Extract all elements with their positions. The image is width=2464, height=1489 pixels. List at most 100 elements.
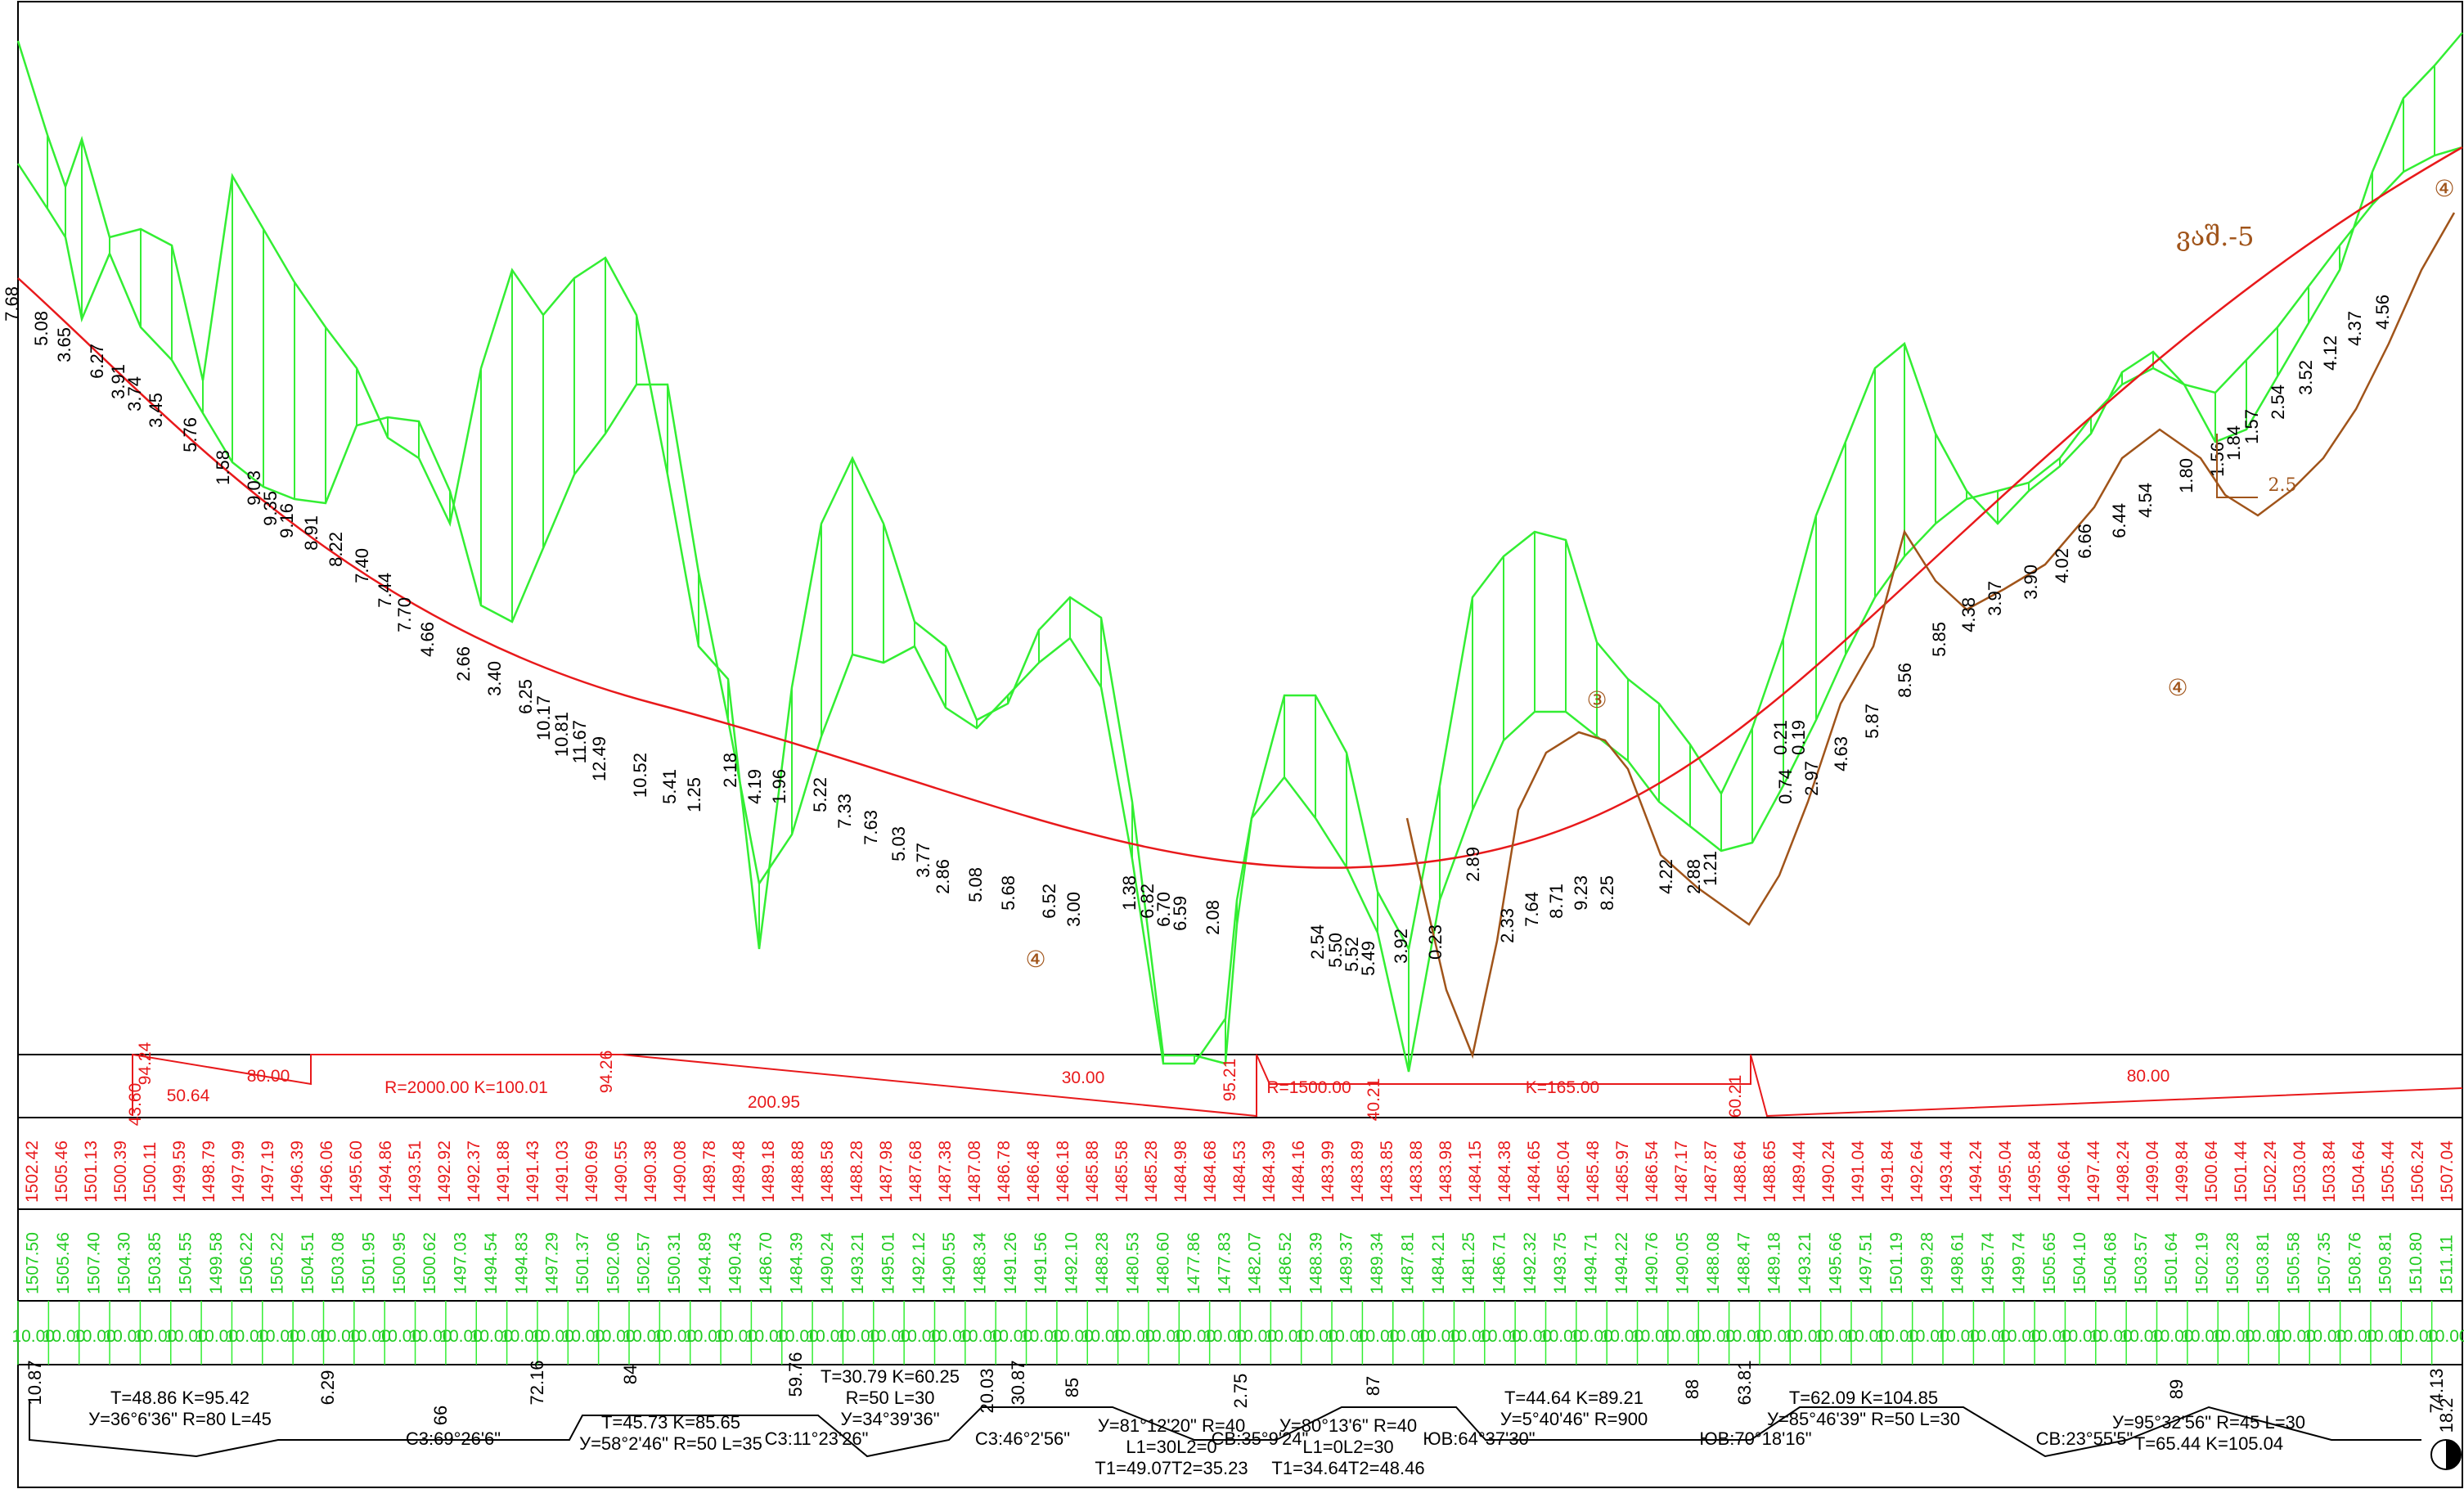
cut-depth-label: 9.03 [244, 470, 264, 506]
distance-value: 10.00 [684, 1327, 727, 1346]
curve-mid-label: У=85°46'39" R=50 L=30 [1767, 1409, 1960, 1429]
ground-elevation: 1505.46 [54, 1232, 73, 1294]
design-elevation: 1485.48 [1584, 1140, 1603, 1203]
design-elevation: 1496.64 [2055, 1140, 2074, 1203]
ground-elevation: 1494.22 [1612, 1232, 1631, 1294]
cut-depth-label: 5.68 [998, 875, 1018, 911]
cut-depth-label: 3.00 [1063, 892, 1084, 927]
design-elevation: 1492.92 [435, 1140, 454, 1203]
geology-mark: ④ [2167, 674, 2187, 701]
design-elevation: 1490.24 [1819, 1140, 1838, 1203]
curve-top-label: У=95°32'56" R=45 L=30 [2112, 1412, 2305, 1433]
plan-number: 72.16 [527, 1360, 547, 1405]
design-elevation: 1499.59 [170, 1140, 189, 1203]
ground-elevation: 1493.75 [1551, 1232, 1570, 1294]
design-elevation: 1487.08 [965, 1140, 984, 1203]
ground-elevation: 1500.31 [665, 1232, 684, 1294]
ground-elevation: 1494.89 [695, 1232, 714, 1294]
ground-elevation: 1486.70 [757, 1232, 776, 1294]
distance-value: 10.00 [806, 1327, 849, 1346]
design-elevation: 1502.42 [23, 1140, 42, 1203]
cut-depth-label: 10.17 [533, 695, 554, 740]
distance-value: 10.00 [1661, 1327, 1705, 1346]
design-elevation: 1487.38 [936, 1140, 955, 1203]
design-elevation: 1483.99 [1319, 1140, 1338, 1203]
cut-depth-label: 0.19 [1788, 720, 1809, 755]
cut-depth-label: 1.57 [2241, 409, 2262, 444]
cut-depth-label: 9.23 [1571, 875, 1591, 911]
cut-depth-label: 6.82 [1137, 884, 1158, 919]
cut-depth-label: 11.67 [569, 720, 590, 763]
cut-depth-label: 6.59 [1170, 896, 1190, 931]
cut-depth-label: 5.22 [810, 777, 830, 812]
plan-number: 74.13 [2426, 1368, 2447, 1413]
distance-value: 10.00 [1173, 1327, 1216, 1346]
cut-depth-label: 4.37 [2345, 311, 2365, 346]
cut-depth-label: 0.74 [1775, 769, 1796, 804]
plan-number: 88 [1682, 1379, 1702, 1399]
design-elevation: 1499.84 [2173, 1140, 2192, 1203]
ground-elevation: 1484.39 [787, 1232, 806, 1294]
plan-number: 20.03 [977, 1368, 997, 1413]
grade-label: 80.00 [247, 1067, 290, 1086]
ground-elevation: 1489.34 [1368, 1232, 1387, 1294]
cut-depth-label: 7.44 [375, 573, 395, 608]
distance-value: 10.00 [2151, 1327, 2194, 1346]
cut-depth-label: 1.84 [2223, 425, 2244, 461]
bearing-label: С3:46°2'56" [975, 1428, 1070, 1449]
distance-value: 10.00 [1478, 1327, 1522, 1346]
design-elevation: 1483.85 [1378, 1140, 1396, 1203]
ground-elevation: 1488.28 [1093, 1232, 1112, 1294]
cut-depth-label: 5.50 [1325, 933, 1346, 968]
design-grade-line [17, 146, 2463, 869]
ground-lower-line [16, 146, 2463, 1073]
grade-label: R=1500.00 [1266, 1078, 1351, 1097]
distance-value: 10.00 [2364, 1327, 2408, 1346]
distance-value: 10.00 [2028, 1327, 2071, 1346]
distance-value: 10.00 [928, 1327, 972, 1346]
ground-elevation: 1495.66 [1826, 1232, 1845, 1294]
design-elevation: 1499.04 [2143, 1140, 2162, 1203]
distance-value: 10.00 [2089, 1327, 2133, 1346]
ground-elevation: 1503.57 [2132, 1232, 2151, 1294]
curve-bot-label: У=34°39'36" [840, 1409, 939, 1429]
curve-mid-label: У=5°40'46" R=900 [1500, 1409, 1648, 1429]
distance-value: 10.00 [1906, 1327, 1949, 1346]
distance-value: 10.00 [2304, 1327, 2347, 1346]
plan-number: 10.87 [25, 1360, 45, 1405]
distance-value: 10.00 [990, 1327, 1033, 1346]
design-elevation: 1487.98 [877, 1140, 896, 1203]
geology-mark: ③ [1586, 686, 1607, 713]
ground-elevation: 1497.51 [1857, 1232, 1876, 1294]
curve-bot-label: T1=49.07T2=35.23 [1095, 1458, 1248, 1478]
cut-depth-label: 3.90 [2021, 565, 2041, 600]
ground-elevation: 1488.34 [971, 1232, 990, 1294]
design-elevation: 1498.79 [200, 1140, 218, 1203]
distance-value: 10.00 [1753, 1327, 1796, 1346]
cut-depth-label: 3.45 [146, 393, 166, 428]
ground-elevation: 1489.18 [1765, 1232, 1784, 1294]
ground-elevation: 1498.61 [1949, 1232, 1967, 1294]
design-elevation: 1484.38 [1495, 1140, 1514, 1203]
cut-depth-label: 4.22 [1656, 859, 1676, 894]
ground-elevation: 1504.10 [2071, 1232, 2089, 1294]
ground-elevation: 1495.01 [879, 1232, 897, 1294]
distance-value: 10.00 [1814, 1327, 1858, 1346]
design-elevation: 1495.84 [2026, 1140, 2044, 1203]
ground-elevation: 1509.81 [2376, 1232, 2395, 1294]
geology-mark: ④ [2434, 175, 2454, 202]
cut-depth-label: 4.66 [417, 622, 438, 657]
ground-elevation: 1493.21 [1796, 1232, 1814, 1294]
distance-value: 10.00 [1325, 1327, 1369, 1346]
ground-hatching [47, 65, 2435, 1072]
cut-depth-label: 2.18 [720, 753, 740, 788]
bearing-label: С3:69°26'6" [406, 1428, 501, 1449]
distance-value: 10.00 [164, 1327, 208, 1346]
distance-value: 10.00 [1050, 1327, 1094, 1346]
distance-value: 10.00 [134, 1327, 178, 1346]
design-elevation: 1484.98 [1171, 1140, 1190, 1203]
cut-depth-label: 2.33 [1497, 908, 1518, 943]
distance-value: 10.00 [1936, 1327, 1980, 1346]
